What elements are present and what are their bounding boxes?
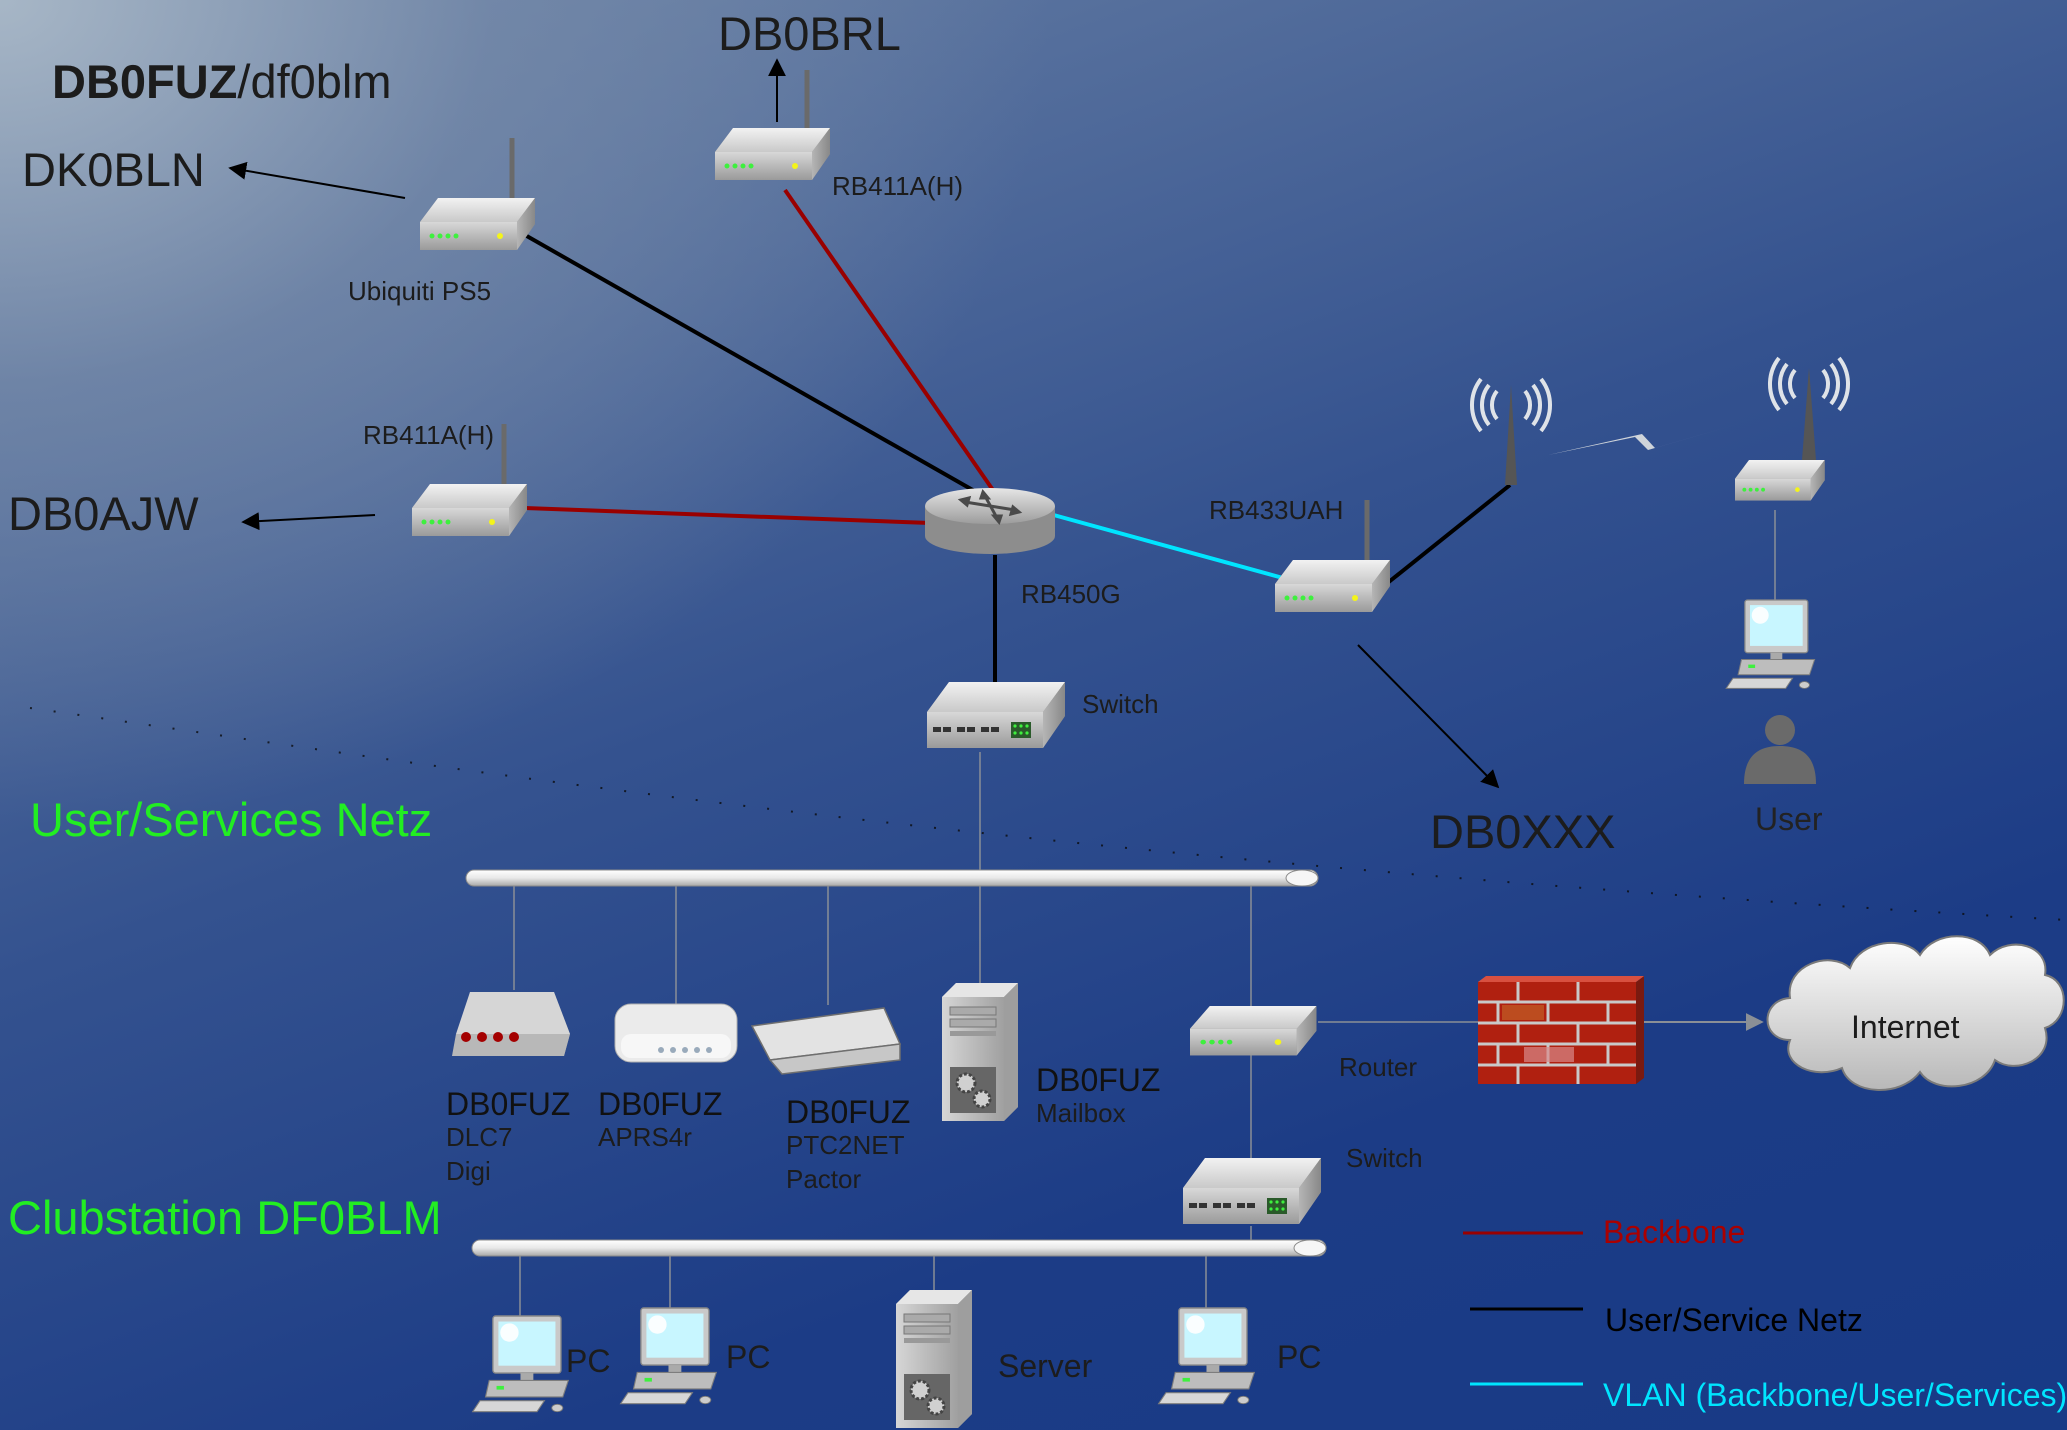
service-aprs4r-name: DB0FUZ [598, 1086, 723, 1122]
clubstation-bus [471, 1239, 1327, 1257]
internet-cloud [1766, 935, 2065, 1091]
label-user: User [1755, 801, 1823, 837]
link-rb433-antenna [1383, 483, 1512, 587]
legend-label-vlan: VLAN (Backbone/User/Services) [1603, 1377, 2067, 1413]
device-rb411-top [715, 70, 830, 180]
legend-label-backbone: Backbone [1603, 1214, 1746, 1250]
device-rb411-left [412, 424, 527, 536]
label-switch-bottom: Switch [1346, 1143, 1423, 1173]
service-ptc2net-name: DB0FUZ [786, 1094, 911, 1130]
service-dlc7: DB0FUZ DLC7 Digi [446, 1088, 570, 1184]
club-pc-2 [619, 1307, 718, 1405]
device-router [1190, 1006, 1317, 1056]
device-ptc2net [750, 1007, 902, 1075]
arrows [228, 58, 1500, 789]
service-aprs4r: DB0FUZ APRS4r [598, 1088, 722, 1150]
antenna-tower-left [1469, 377, 1553, 485]
link-rb411left-rb450 [524, 506, 931, 525]
links [513, 188, 1776, 1318]
label-switch-top: Switch [1082, 689, 1159, 719]
label-db0brl: DB0BRL [718, 7, 901, 60]
diagram-title: DB0FUZ/df0blm [52, 58, 392, 105]
wireless-link-bolt [1548, 422, 1745, 455]
label-rb450g: RB450G [1021, 579, 1121, 609]
service-mailbox-line1: Mailbox [1036, 1098, 1126, 1128]
label-db0xxx: DB0XXX [1430, 805, 1616, 858]
host-label-pc-1: PC [566, 1343, 611, 1379]
arrow-to-db0xxx [1357, 644, 1500, 789]
device-rb433uah [1275, 500, 1390, 612]
label-rb433uah: RB433UAH [1209, 495, 1344, 525]
link-rb450-rb433-vlan [1049, 512, 1284, 580]
service-dlc7-line1: DLC7 [446, 1122, 513, 1152]
label-ubiquiti-ps5: Ubiquiti PS5 [348, 276, 492, 306]
device-mailbox-server [940, 981, 1020, 1123]
label-rb411-top: RB411A(H) [832, 171, 964, 201]
arrow-to-dk0bln [228, 161, 406, 199]
label-router: Router [1339, 1052, 1418, 1082]
service-dlc7-name: DB0FUZ [446, 1086, 571, 1122]
device-ubiquiti-ps5 [420, 138, 535, 250]
device-aprs4r [614, 1003, 738, 1063]
device-rb450g-router [925, 488, 1055, 554]
firewall [1478, 976, 1644, 1084]
user-services-bus [465, 869, 1319, 887]
arrow-to-db0ajw [241, 512, 376, 531]
link-rb411top-rb450 [783, 188, 997, 495]
host-label-pc-2: PC [726, 1339, 771, 1375]
title-station: DB0FUZ [52, 55, 238, 108]
antenna-tower-right [1767, 356, 1851, 460]
host-label-pc-4: PC [1277, 1339, 1322, 1375]
label-internet: Internet [1851, 1009, 1960, 1045]
device-dlc7-digi [452, 992, 570, 1056]
user-person-icon [1744, 715, 1816, 784]
label-rb411-left: RB411A(H) [363, 420, 495, 450]
service-ptc2net: DB0FUZ PTC2NET Pactor [786, 1096, 910, 1192]
device-user-radio [1735, 460, 1825, 501]
label-dk0bln: DK0BLN [22, 143, 205, 196]
label-user-services-net: User/Services Netz [30, 793, 433, 846]
service-mailbox: DB0FUZ Mailbox [1036, 1064, 1160, 1126]
user-pc [1725, 599, 1816, 690]
club-pc-1 [471, 1315, 570, 1413]
service-mailbox-name: DB0FUZ [1036, 1062, 1161, 1098]
legend-label-user-service: User/Service Netz [1605, 1302, 1863, 1338]
club-server [894, 1288, 974, 1430]
title-suffix: /df0blm [237, 55, 392, 108]
service-dlc7-line2: Digi [446, 1156, 491, 1186]
device-switch-bottom [1183, 1158, 1321, 1224]
link-ubiquiti-rb450 [524, 233, 986, 499]
service-aprs4r-line1: APRS4r [598, 1122, 692, 1152]
label-clubstation-net: Clubstation DF0BLM [8, 1191, 442, 1244]
device-switch-top [927, 682, 1065, 748]
label-db0ajw: DB0AJW [8, 487, 199, 540]
service-ptc2net-line2: Pactor [786, 1164, 862, 1194]
host-label-server: Server [998, 1348, 1093, 1384]
club-pc-4 [1157, 1307, 1256, 1405]
legend-swatches [1463, 1231, 1583, 1386]
service-ptc2net-line1: PTC2NET [786, 1130, 905, 1160]
